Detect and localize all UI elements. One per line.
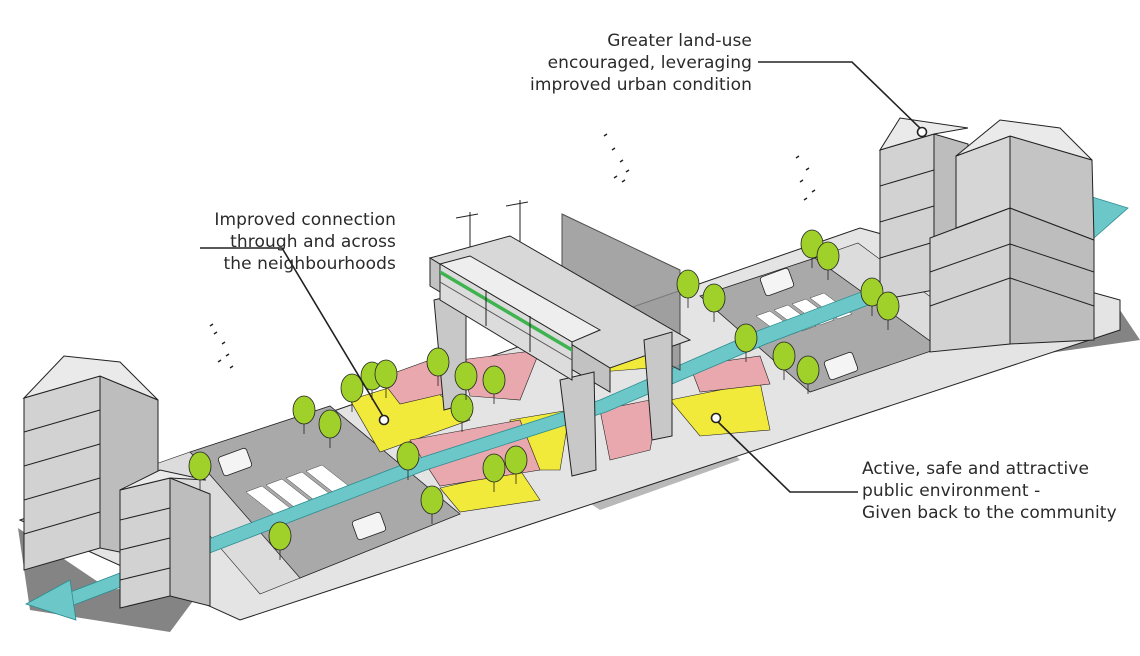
elevated-rail	[428, 200, 692, 477]
bird-icon	[603, 133, 630, 183]
callout-line: encouraged, leveraging	[547, 53, 752, 73]
leader-dot-land-use	[916, 126, 928, 138]
pier	[559, 371, 597, 477]
car-icon	[759, 267, 795, 297]
catenary-arm	[505, 201, 529, 207]
building-face	[879, 133, 935, 301]
bird-icon	[795, 155, 816, 201]
car-icon	[351, 511, 387, 541]
tree-icon	[188, 451, 212, 490]
tree-icon	[676, 269, 700, 308]
tree-icon	[318, 409, 342, 448]
floor-line	[1009, 277, 1095, 307]
bird-icon	[209, 323, 234, 369]
building-face	[23, 375, 101, 571]
callout-line: improved urban condition	[530, 75, 752, 95]
building-short-left	[119, 469, 211, 609]
floor-line	[119, 537, 171, 551]
floor-line	[119, 507, 171, 521]
leader-dot-public	[710, 412, 722, 424]
tree-icon	[772, 341, 796, 380]
floor-line	[23, 443, 101, 467]
floor-line	[879, 241, 935, 259]
leader-land-use	[758, 61, 923, 131]
tree-icon	[396, 441, 420, 480]
catenary-arm	[455, 213, 479, 219]
tree-icon	[816, 241, 840, 280]
floor-line	[119, 567, 171, 581]
tree-icon	[482, 365, 506, 404]
callout-line: Given back to the community	[862, 503, 1117, 523]
floor-line	[879, 205, 935, 223]
floor-line	[23, 477, 101, 501]
tree-icon	[426, 347, 450, 386]
left-buildings	[22, 355, 211, 609]
callout-line: Greater land-use	[607, 31, 752, 51]
tree-icon	[734, 323, 758, 362]
window-line	[439, 281, 573, 361]
tree-icon	[454, 361, 478, 400]
tree-icon	[482, 453, 506, 492]
tree-icon	[268, 521, 292, 560]
cars	[217, 267, 859, 541]
trees	[188, 229, 900, 560]
tree-icon	[420, 485, 444, 524]
train	[438, 255, 602, 381]
callout-line: Active, safe and attractive	[862, 459, 1090, 479]
callout-land-use: Greater land-use encouraged, leveraging …	[520, 30, 752, 96]
arrow-head-left	[24, 579, 77, 621]
leader-public	[715, 419, 858, 493]
floor-line	[929, 277, 1011, 307]
floor-line	[1009, 243, 1095, 273]
callout-connection: Improved connection through and across t…	[196, 209, 396, 275]
building-roof	[955, 119, 1093, 161]
floor-line	[23, 409, 101, 433]
right-buildings	[878, 117, 1095, 353]
tree-icon	[796, 355, 820, 394]
callout-public-environment: Active, safe and attractive public envir…	[862, 458, 1132, 524]
callout-line: through and across	[230, 232, 396, 252]
building-face	[119, 477, 171, 609]
tree-icon	[876, 291, 900, 330]
tree-icon	[292, 395, 316, 434]
floor-line	[23, 511, 101, 535]
floor-line	[879, 169, 935, 187]
tree-icon	[504, 445, 528, 484]
car-icon	[217, 447, 253, 477]
tree-icon	[340, 373, 364, 412]
callout-line: the neighbourhoods	[223, 254, 396, 274]
floor-line	[929, 243, 1011, 273]
building-tall-right	[929, 119, 1095, 353]
building-roof	[119, 469, 207, 491]
birds	[209, 133, 816, 369]
callout-line: public environment -	[862, 481, 1041, 501]
building-roof	[22, 355, 159, 401]
pier	[643, 331, 673, 441]
plaza-pink	[599, 397, 661, 461]
leader-dot-connection	[378, 414, 390, 426]
train-stripe	[440, 270, 572, 352]
callout-line: Improved connection	[214, 210, 396, 230]
building-side	[169, 477, 211, 607]
tree-icon	[702, 283, 726, 322]
leader-connection	[200, 247, 385, 419]
callout-leaders	[200, 61, 928, 493]
tree-icon	[374, 359, 398, 398]
car-icon	[823, 351, 859, 381]
tree-icon	[450, 393, 474, 432]
tree-icon	[860, 277, 884, 316]
